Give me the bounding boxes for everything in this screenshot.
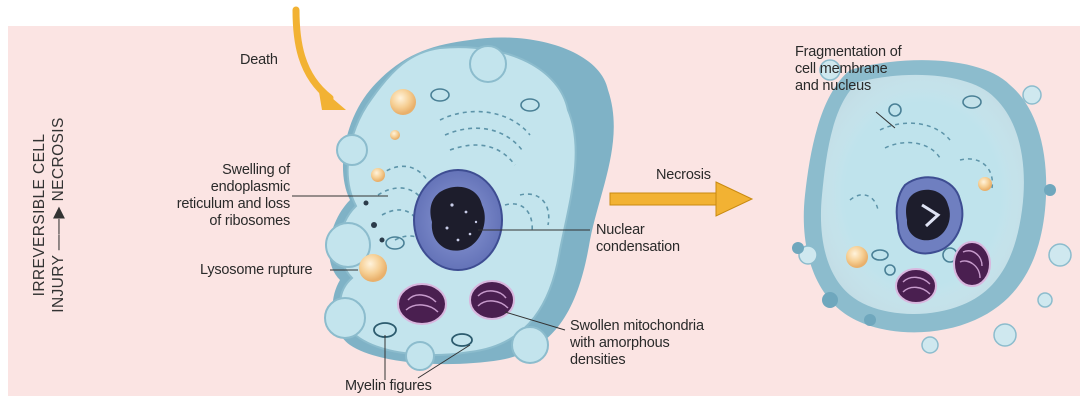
mito-line: densities (570, 352, 704, 369)
irreversible-injury-label: IRREVERSIBLE CELL INJURY ——▶ NECROSIS (30, 100, 68, 330)
death-label: Death (240, 52, 278, 69)
swollen-mitochondria-label: Swollen mitochondria with amorphous dens… (570, 318, 704, 369)
nuclear-line: Nuclear (596, 222, 680, 239)
side-label-line1: IRREVERSIBLE CELL (30, 100, 49, 330)
side-label-line2: INJURY ——▶ NECROSIS (49, 100, 68, 330)
bleb (406, 342, 434, 370)
mito-line: with amorphous (570, 335, 704, 352)
lysosome (978, 177, 992, 191)
er-swelling-line: reticulum and loss (170, 196, 290, 213)
er-swelling-line: of ribosomes (170, 213, 290, 230)
fragmentation-line: cell membrane (795, 61, 901, 78)
lysosome (390, 89, 416, 115)
bleb (470, 46, 506, 82)
lysosome (846, 246, 868, 268)
lysosome-rupture-label: Lysosome rupture (200, 262, 312, 279)
lysosome (371, 168, 385, 182)
mito-line: Swollen mitochondria (570, 318, 704, 335)
mitochondrion (398, 284, 446, 324)
er-swelling-line: endoplasmic (170, 179, 290, 196)
necrosis-arrow (610, 182, 752, 216)
necrotic-cell (792, 60, 1071, 353)
myelin-figures-label: Myelin figures (345, 378, 432, 395)
nuclear-line: condensation (596, 239, 680, 256)
ribosome-dot (371, 222, 377, 228)
er-swelling-line: Swelling of (170, 162, 290, 179)
mitochondrion (470, 281, 514, 319)
bleb (337, 135, 367, 165)
fragmentation-line: Fragmentation of (795, 44, 901, 61)
ribosome-dot (364, 201, 369, 206)
ribosome-dot (380, 238, 385, 243)
necrosis-label: Necrosis (656, 167, 711, 184)
bleb (512, 327, 548, 363)
nuclear-condensation-label: Nuclear condensation (596, 222, 680, 256)
mitochondrion (896, 269, 936, 303)
lysosome (359, 254, 387, 282)
death-arrow (296, 10, 346, 110)
fragmentation-line: and nucleus (795, 78, 901, 95)
fragmentation-label: Fragmentation of cell membrane and nucle… (795, 44, 901, 95)
bleb (325, 298, 365, 338)
er-swelling-label: Swelling of endoplasmic reticulum and lo… (170, 162, 290, 230)
lysosome (390, 130, 400, 140)
